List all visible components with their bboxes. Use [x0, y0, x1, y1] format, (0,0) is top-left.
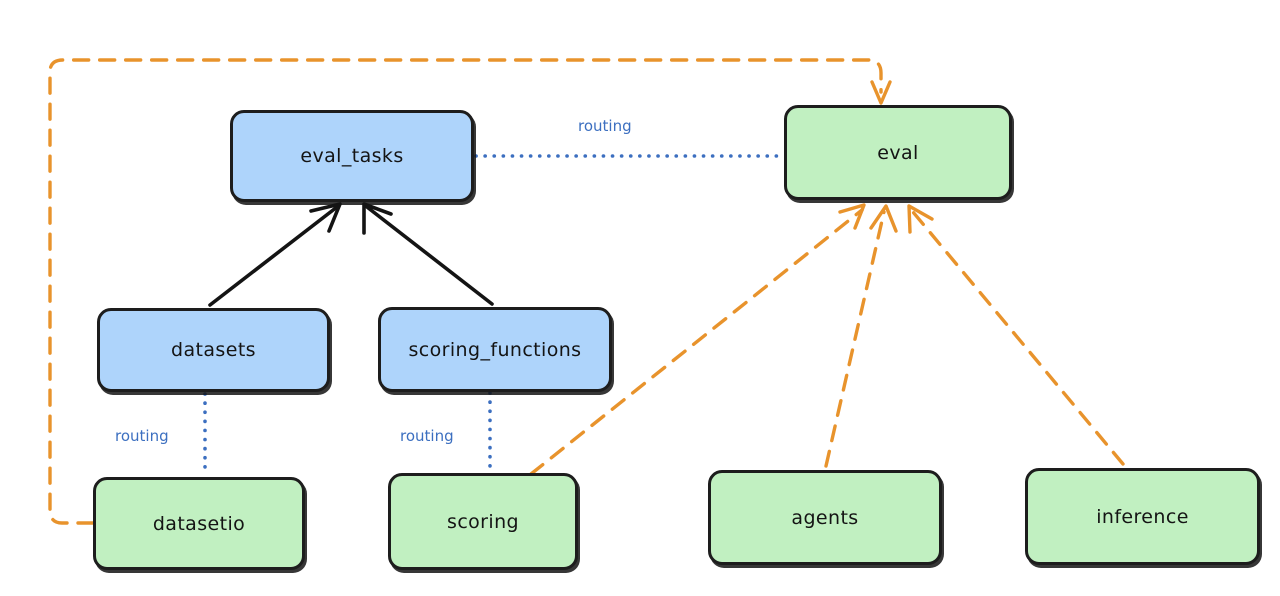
node-label-inference: inference	[1096, 505, 1189, 528]
node-inference[interactable]: inference	[1025, 468, 1260, 565]
node-label-eval: eval	[877, 141, 919, 164]
edge-datasets-eval-tasks	[208, 202, 342, 307]
node-label-eval-tasks: eval_tasks	[300, 145, 404, 167]
node-label-datasetio: datasetio	[152, 512, 246, 535]
node-label-datasets: datasets	[171, 339, 256, 361]
edge-label-routing-scoring-functions: routing	[400, 427, 454, 445]
edge-inference-eval	[907, 204, 1125, 466]
node-eval[interactable]: eval	[784, 105, 1012, 200]
node-agents[interactable]: agents	[708, 470, 942, 565]
node-label-agents: agents	[791, 506, 859, 529]
edge-label-routing-datasets: routing	[115, 427, 169, 445]
node-scoring-functions[interactable]: scoring_functions	[378, 307, 612, 392]
edge-agents-eval	[824, 204, 898, 468]
node-eval-tasks[interactable]: eval_tasks	[230, 110, 474, 202]
node-label-scoring-functions: scoring_functions	[408, 338, 582, 361]
edge-scoring-eval	[529, 203, 866, 476]
node-label-scoring: scoring	[447, 510, 519, 533]
node-scoring[interactable]: scoring	[388, 473, 578, 570]
edge-label-routing-eval-tasks: routing	[578, 117, 632, 135]
edge-scoring-functions-eval-tasks	[362, 202, 494, 306]
node-datasets[interactable]: datasets	[97, 308, 330, 392]
edge-datasetio-eval	[48, 58, 892, 525]
node-datasetio[interactable]: datasetio	[93, 477, 305, 570]
